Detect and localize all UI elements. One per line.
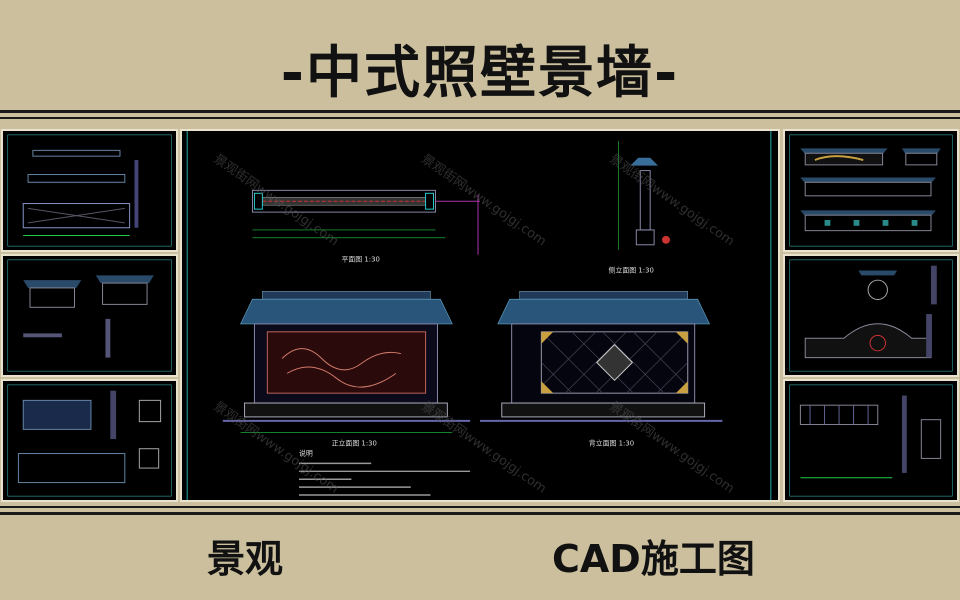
back-label: 背立面图 1:30 xyxy=(589,439,634,448)
divider xyxy=(0,506,960,508)
thumbnail-elevation-sheet[interactable] xyxy=(1,254,178,377)
side-elevation: 侧立面图 1:30 xyxy=(609,140,670,274)
watermark: 景观街网www.gojgj.com xyxy=(418,152,548,250)
thumbnail-elevations-sheet[interactable] xyxy=(783,129,959,252)
side-label: 侧立面图 1:30 xyxy=(609,265,654,274)
front-label: 正立面图 1:30 xyxy=(332,439,377,448)
notes-title: 说明 xyxy=(299,448,313,457)
thumbnail-plan-sheet[interactable] xyxy=(1,129,178,252)
back-elevation: 背立面图 1:30 xyxy=(480,291,723,448)
thumbnail-detail-sheet[interactable] xyxy=(1,379,178,502)
divider xyxy=(0,512,960,515)
page-title: -中式照壁景墙- xyxy=(280,41,680,106)
notes-lines xyxy=(298,462,471,496)
footer-left-label: 景观 xyxy=(207,537,284,581)
divider xyxy=(0,117,960,119)
footer-right-label: CAD施工图 xyxy=(552,537,755,581)
thumbnail-round-gate-sheet[interactable] xyxy=(783,254,959,377)
watermark: 景观街网www.gojgj.com xyxy=(606,152,736,250)
front-elevation: 正立面图 1:30 xyxy=(222,291,471,448)
divider xyxy=(0,110,960,113)
plan-label: 平面图 1:30 xyxy=(342,256,380,264)
main-cad-drawing[interactable]: 平面图 1:30 侧立面图 1:30 正立面图 1:30 背立面图 1:30 说… xyxy=(180,129,780,502)
plan-view: 平面图 1:30 xyxy=(251,189,480,264)
thumbnail-fence-sheet[interactable] xyxy=(783,379,959,502)
